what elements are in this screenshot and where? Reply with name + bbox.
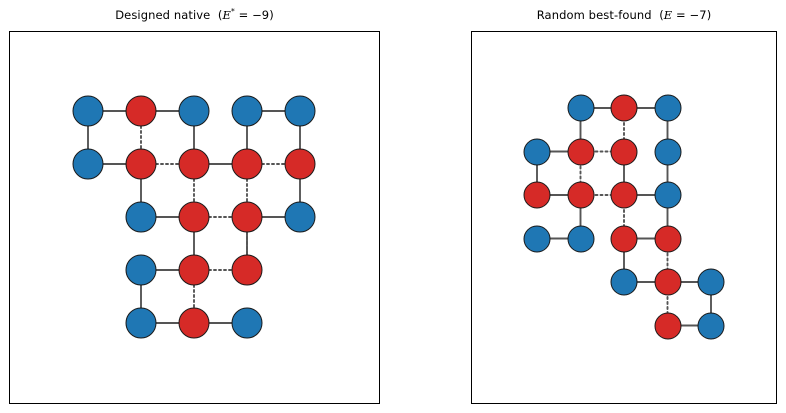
residue-node-polar (654, 181, 681, 209)
panel-title-name: Designed native (115, 8, 218, 22)
residue-node-hydrophobic (523, 181, 551, 209)
residue-node-polar (125, 307, 157, 339)
energy-value: −9 (252, 8, 270, 22)
energy-value: −7 (689, 8, 707, 22)
residue-node-hydrophobic (610, 94, 638, 122)
residue-node-hydrophobic (231, 201, 263, 233)
residue-node-hydrophobic (567, 181, 594, 209)
residue-node-hydrophobic (231, 148, 263, 180)
residue-node-polar (284, 95, 316, 127)
residue-node-hydrophobic (610, 181, 638, 209)
residue-node-hydrophobic (567, 138, 594, 165)
residue-node-polar (567, 94, 594, 122)
residue-node-hydrophobic (610, 138, 638, 165)
residue-node-hydrophobic (125, 95, 157, 127)
residue-node-hydrophobic (178, 254, 210, 286)
residue-node-polar (231, 307, 263, 339)
residue-node-polar (654, 138, 681, 165)
residue-node-hydrophobic (654, 225, 681, 252)
residue-node-polar (654, 94, 681, 122)
residue-node-polar (697, 312, 725, 339)
residue-node-polar (178, 95, 210, 127)
residue-node-polar (610, 268, 638, 296)
residue-node-hydrophobic (178, 148, 210, 180)
residue-node-hydrophobic (654, 268, 681, 296)
residue-node-hydrophobic (125, 148, 157, 180)
residue-node-polar (125, 201, 157, 233)
energy-symbol: E (222, 8, 231, 22)
residue-node-polar (284, 201, 316, 233)
residue-node-polar (231, 95, 263, 127)
residue-node-polar (125, 254, 157, 286)
panel-title-energy-expression: (E* = −9) (217, 7, 274, 22)
residue-node-hydrophobic (231, 254, 263, 286)
panel-title-name: Random best-found (536, 8, 660, 22)
residue-node-hydrophobic (178, 307, 210, 339)
residue-node-hydrophobic (284, 148, 316, 180)
residue-node-polar (72, 148, 104, 180)
residue-node-polar (523, 138, 551, 165)
residue-node-polar (72, 95, 104, 127)
energy-superscript: * (230, 7, 235, 17)
panel-title-energy-expression: (E = −7) (659, 8, 712, 22)
residue-node-polar (523, 225, 551, 252)
panel-title-random-best-found: Random best-found (E = −7) (471, 9, 777, 22)
panel-title-designed-native: Designed native (E* = −9) (9, 7, 380, 22)
residue-node-hydrophobic (654, 312, 681, 339)
residue-node-polar (697, 268, 725, 296)
residue-node-hydrophobic (610, 225, 638, 252)
energy-symbol: E (663, 8, 673, 22)
residue-node-polar (567, 225, 594, 252)
residue-node-hydrophobic (178, 201, 210, 233)
